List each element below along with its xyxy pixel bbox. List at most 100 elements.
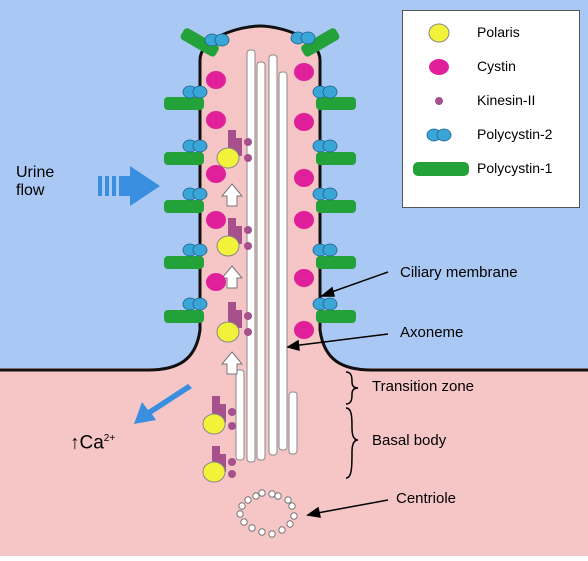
centriole-triplet [279,527,285,533]
polycystin-1-bar [316,310,356,323]
cystin-particle [294,169,314,187]
transition-zone-label: Transition zone [372,378,474,396]
centriole-triplet [287,521,293,527]
cystin-particle [294,321,314,339]
polycystin-2-channel [215,34,229,46]
ciliary-membrane-label: Ciliary membrane [400,264,518,282]
legend-label: Kinesin-II [477,92,535,108]
kinesin-particle [228,458,236,466]
urine-flow-label-line2: flow [16,182,44,200]
kinesin-particle [244,312,252,320]
calcium-charge: 2+ [104,433,115,444]
polycystin-2-channel [323,298,337,310]
calcium-up-arrow: ↑ [70,432,80,453]
legend-label: Polycystin-1 [477,160,552,176]
polycystin-2-channel [323,86,337,98]
urine-flow-label-line1: Urine [16,164,54,182]
centriole-triplet [241,519,247,525]
centriole-triplet [289,503,295,509]
polycystin-1-bar [164,152,204,165]
microtubule [289,392,297,454]
kinesin-ii-icon [409,91,473,111]
centriole-triplet [269,531,275,537]
centriole-triplet [291,513,297,519]
kinesin-particle [244,242,252,250]
cystin-particle [206,111,226,129]
kinesin-particle [244,138,252,146]
kinesin-particle [228,422,236,430]
polycystin-2-channel [193,298,207,310]
cystin-particle [206,71,226,89]
centriole-triplet [239,503,245,509]
polycystin-1-bar [164,310,204,323]
legend-item-polaris: Polaris [403,23,579,43]
legend-item-cystin: Cystin [403,57,579,77]
axoneme-label: Axoneme [400,324,463,342]
microtubule [279,72,287,450]
centriole-triplet [275,493,281,499]
legend-item-polycystin-2: Polycystin-2 [403,125,579,145]
motor-bar [236,310,242,328]
polycystin-2-channel [193,86,207,98]
legend: Polaris Cystin Kinesin-II Polycystin-2 [402,10,580,208]
kinesin-particle [228,470,236,478]
polycystin-2-channel [323,244,337,256]
cystin-particle [206,211,226,229]
polaris-particle [217,322,239,342]
cystin-icon [409,57,473,77]
cystin-particle [294,211,314,229]
flow-stripe [98,176,102,196]
polycystin-1-bar [164,97,204,110]
polycystin-2-channel [193,244,207,256]
legend-item-kinesin-ii: Kinesin-II [403,91,579,111]
calcium-symbol: Ca [80,432,104,453]
polycystin-1-icon [409,159,473,179]
cystin-particle [294,63,314,81]
centriole-triplet [245,497,251,503]
flow-stripe [105,176,109,196]
microtubule [247,50,255,462]
kinesin-particle [244,328,252,336]
legend-item-polycystin-1: Polycystin-1 [403,159,579,179]
kinesin-particle [244,154,252,162]
centriole-triplet [259,490,265,496]
polycystin-1-bar [316,152,356,165]
centriole-triplet [237,511,243,517]
kinesin-particle [228,408,236,416]
centriole-triplet [259,529,265,535]
centriole-triplet [285,497,291,503]
legend-label: Polycystin-2 [477,126,552,142]
centriole-triplet [249,525,255,531]
polycystin-2-channel [323,140,337,152]
polycystin-2-channel [301,32,315,44]
cystin-particle [294,113,314,131]
polaris-particle [203,462,225,482]
centriole-triplet [253,493,259,499]
polycystin-1-bar [316,200,356,213]
polycystin-1-bar [316,97,356,110]
polycystin-1-bar [316,256,356,269]
polycystin-2-icon [409,125,473,145]
polycystin-2-channel [193,140,207,152]
flow-stripe [112,176,116,196]
centriole-label: Centriole [396,490,456,508]
microtubule [269,55,277,455]
polaris-particle [203,414,225,434]
cystin-particle [206,165,226,183]
kinesin-particle [244,226,252,234]
polycystin-2-channel [193,188,207,200]
basal-body-label: Basal body [372,432,446,450]
calcium-label: ↑Ca2+ [70,428,115,454]
cystin-particle [206,273,226,291]
legend-label: Polaris [477,24,520,40]
polycystin-1-bar [164,256,204,269]
polaris-particle [217,236,239,256]
cystin-particle [294,269,314,287]
polaris-particle [217,148,239,168]
legend-label: Cystin [477,58,516,74]
microtubule [257,62,265,460]
polaris-icon [409,23,473,43]
polycystin-1-bar [164,200,204,213]
microtubule [236,370,244,460]
